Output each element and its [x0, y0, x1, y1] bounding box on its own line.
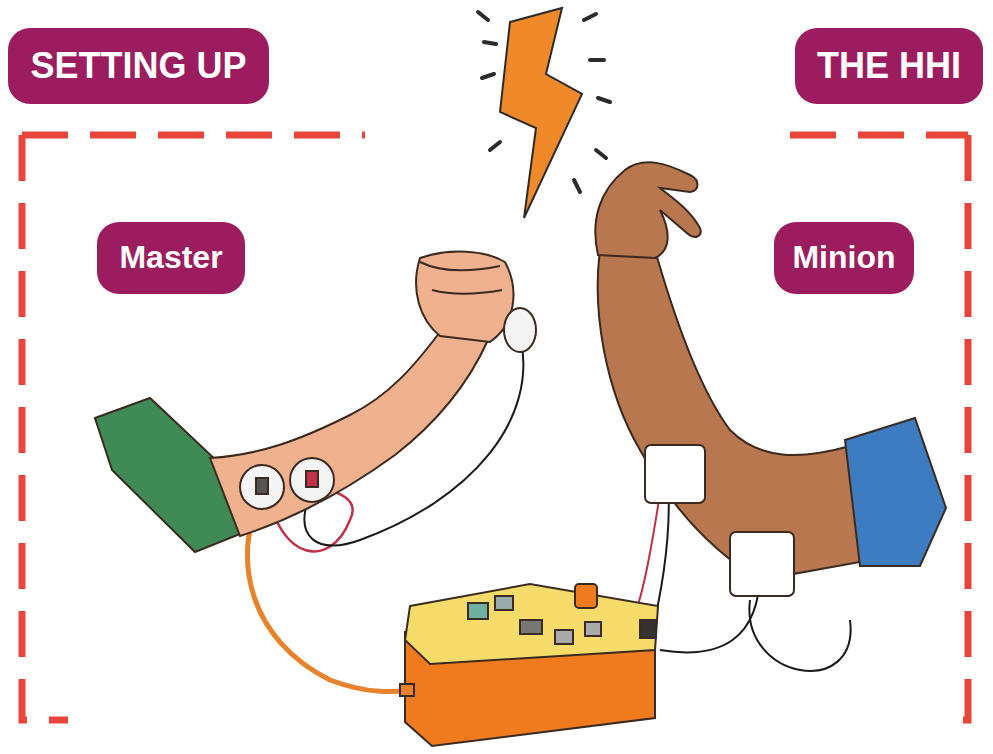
component — [585, 622, 601, 636]
capacitor — [575, 584, 597, 608]
jack — [640, 620, 656, 638]
control-box — [400, 584, 658, 746]
minion-arm-skin — [598, 250, 860, 580]
round-electrode — [290, 458, 334, 502]
minion-arm — [595, 162, 946, 596]
lightning-bolt — [478, 8, 610, 218]
bracket-top-right — [790, 132, 968, 139]
box-text: SETTING UP — [30, 46, 246, 86]
component — [468, 603, 488, 619]
bracket-top-left — [22, 132, 365, 139]
square-pad — [730, 532, 794, 596]
dashed-bracket — [22, 135, 968, 720]
circuit-board — [405, 584, 658, 664]
section-header: SETTING UP — [8, 28, 269, 104]
box-text: THE HHI — [817, 46, 961, 86]
sparks — [478, 12, 610, 192]
plug — [400, 684, 414, 696]
spark — [584, 14, 596, 20]
spark — [598, 98, 610, 102]
box-text: Master — [119, 240, 222, 275]
spark — [490, 142, 500, 150]
black-lead — [749, 600, 850, 671]
component — [555, 630, 573, 644]
master-forearm — [210, 332, 488, 536]
spark — [478, 12, 488, 20]
blue-sleeve — [845, 418, 946, 566]
alligator-clip — [256, 478, 268, 494]
spark — [590, 58, 604, 62]
bracket-right — [945, 135, 968, 720]
spark — [574, 180, 580, 192]
component — [495, 596, 513, 610]
round-electrode — [504, 308, 536, 352]
alligator-clip — [306, 471, 318, 487]
role-label: Minion — [774, 222, 914, 294]
bracket-left — [22, 135, 68, 720]
square-pad — [645, 445, 705, 503]
master-arm — [95, 252, 536, 552]
spark — [596, 150, 606, 158]
round-electrode — [240, 465, 284, 509]
section-header: THE HHI — [795, 28, 983, 104]
spark — [484, 42, 496, 44]
bolt-shape — [500, 8, 582, 218]
role-label: Master — [97, 222, 245, 294]
chip — [520, 620, 542, 634]
fist-fingers — [420, 262, 502, 294]
box-text: Minion — [792, 240, 895, 275]
minion-hand — [595, 162, 700, 258]
master-fist — [416, 252, 513, 342]
spark — [482, 74, 494, 78]
